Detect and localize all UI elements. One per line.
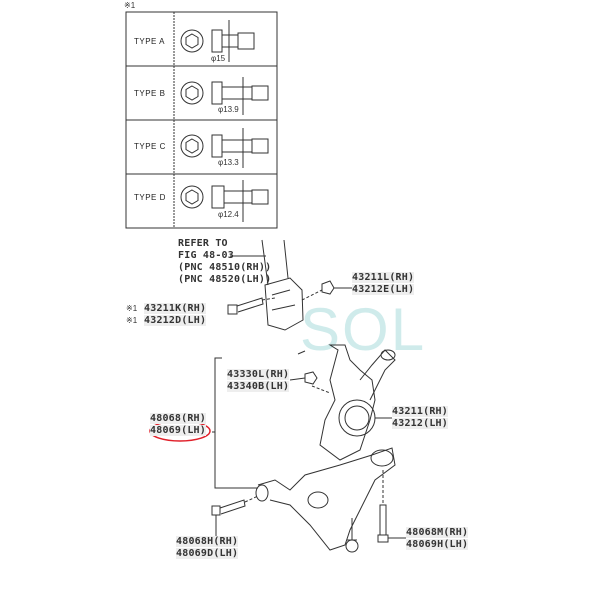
- type-c-label: TYPE C: [134, 142, 166, 151]
- refer-line1: REFER TO: [178, 238, 228, 249]
- watermark: SOL: [300, 296, 427, 363]
- bolt-icon: [227, 297, 264, 315]
- part-48068h: 48068H(RH): [176, 536, 239, 547]
- lower-control-arm-icon: [255, 447, 396, 553]
- part-43211l: 43211L(RH): [352, 272, 415, 283]
- bolt-type-a-icon: [180, 20, 255, 62]
- type-b-label: TYPE B: [134, 89, 166, 98]
- type-c-diameter: φ13.3: [218, 158, 239, 167]
- type-a-diameter: φ15: [211, 54, 226, 63]
- part-43212d: 43212D(LH): [144, 315, 207, 326]
- part-43211: 43211(RH): [392, 406, 448, 417]
- refer-line2: FIG 48-03: [178, 250, 234, 261]
- part-48069d: 48069D(LH): [176, 548, 239, 559]
- refer-line3: (PNC 48510(RH)): [178, 262, 272, 273]
- type-d-label: TYPE D: [134, 193, 166, 202]
- part-48069: 48069(LH): [150, 425, 206, 436]
- type-d-diameter: φ12.4: [218, 210, 239, 219]
- strut-bracket-icon: [261, 239, 304, 331]
- part-48068: 48068(RH): [150, 413, 206, 424]
- part-48068m: 48068M(RH): [406, 527, 469, 538]
- part-43340b: 43340B(LH): [227, 381, 290, 392]
- rear-bolt-icon: [377, 504, 389, 543]
- steering-knuckle-icon: [319, 344, 396, 461]
- knuckle-nut-icon: [304, 371, 318, 385]
- part-48069h: 48069H(LH): [406, 539, 469, 550]
- part-43212e: 43212E(LH): [352, 284, 415, 295]
- part-43330l: 43330L(RH): [227, 369, 290, 380]
- bolt-note-mark: ※1: [126, 304, 138, 313]
- nut-icon: [321, 280, 335, 295]
- bolt-note-mark-2: ※1: [126, 316, 138, 325]
- part-43211k: 43211K(RH): [144, 303, 207, 314]
- bolt-type-c-icon: [180, 128, 269, 168]
- type-b-diameter: φ13.9: [218, 105, 239, 114]
- refer-line4: (PNC 48520(LH)): [178, 274, 272, 285]
- type-a-label: TYPE A: [134, 37, 166, 46]
- part-43212: 43212(LH): [392, 418, 448, 429]
- bolt-type-d-icon: [180, 180, 269, 222]
- front-bolt-icon: [211, 499, 246, 516]
- note-mark: ※1: [124, 1, 136, 10]
- bolt-type-b-icon: [180, 77, 269, 115]
